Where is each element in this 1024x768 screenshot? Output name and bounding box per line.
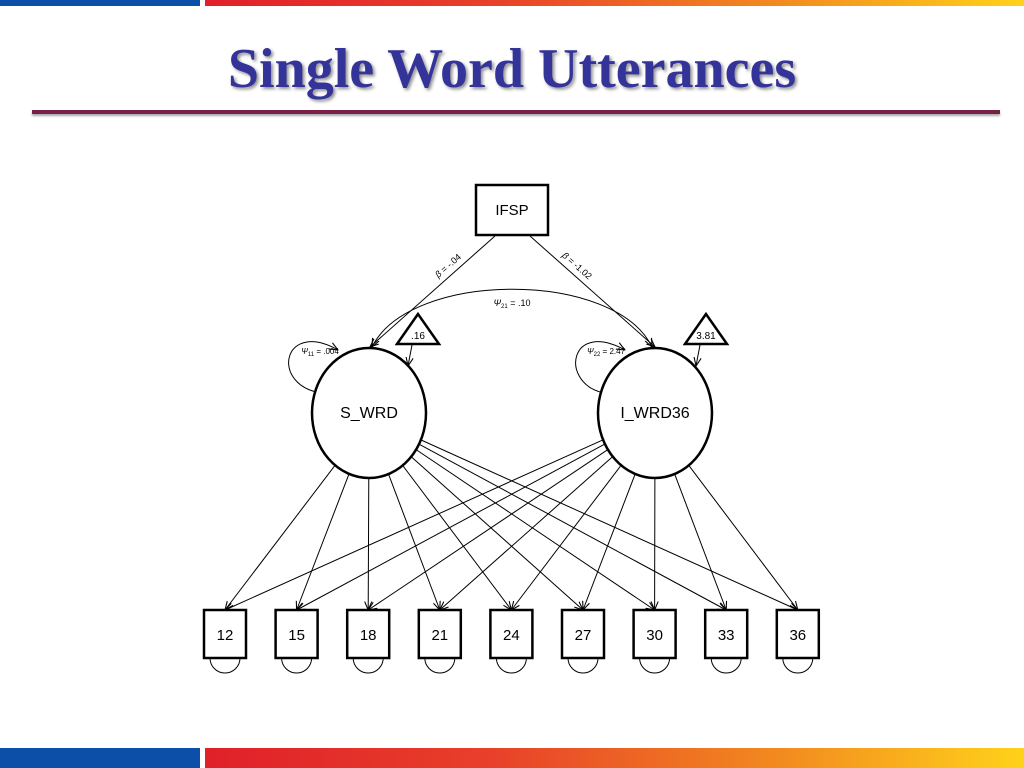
loading-i-33 [672, 469, 726, 610]
indicator-box-15 [274, 608, 319, 660]
indicator-box-21 [417, 608, 463, 660]
loading-s-24 [399, 461, 512, 611]
bottom-bar-gradient-segment [205, 748, 1024, 768]
factor-loadings [225, 437, 798, 611]
svg-text:β = -.04: β = -.04 [432, 252, 463, 281]
beta-label-i: β = -1.02 [559, 250, 593, 282]
intercept-triangle-i [682, 311, 730, 346]
latent-s-wrd [310, 346, 428, 480]
loading-i-21 [440, 453, 617, 610]
loading-s-18 [368, 472, 369, 610]
indicator-row: 12 15 18 21 24 27 30 33 36 [202, 608, 821, 674]
residual-loop-24 [495, 657, 527, 674]
ifsp-box [474, 183, 550, 237]
residual-loop-36 [782, 657, 814, 674]
indicator-box-27 [560, 608, 606, 660]
residual-loop-27 [567, 657, 599, 674]
indicator-label: 18 [360, 627, 377, 644]
indicator-label: 24 [503, 627, 520, 644]
indicator-label: 21 [431, 627, 448, 644]
covariance-label: Ψ21 = .10 [494, 298, 531, 310]
loading-i-24 [511, 460, 625, 610]
intercept-arrow-s [408, 344, 412, 366]
loading-s-27 [407, 453, 583, 611]
indicator-box-18 [345, 608, 391, 660]
indicator-box-33 [703, 608, 749, 660]
svg-text:β = -1.02: β = -1.02 [559, 250, 593, 282]
slide-title: Single Word Utterances [227, 38, 797, 100]
top-accent-bar [0, 0, 1024, 6]
residual-loop-30 [639, 657, 671, 674]
indicator-box-24 [489, 608, 534, 660]
covariance-arc [372, 288, 652, 347]
indicator-label: 30 [646, 627, 663, 644]
variance-loop-s [288, 341, 338, 393]
residual-loop-15 [281, 657, 313, 674]
loading-i-18 [368, 446, 613, 610]
variance-label-i: Ψ22 = 2.47 [587, 347, 626, 358]
bottom-bar-blue-segment [0, 748, 200, 768]
residual-loop-21 [424, 657, 456, 674]
residual-loop-12 [209, 657, 241, 674]
indicator-label: 36 [789, 627, 806, 644]
loading-i-36 [685, 461, 798, 610]
intercept-label-s: .16 [411, 331, 425, 342]
indicator-box-36 [775, 608, 821, 660]
indicator-label: 27 [575, 627, 592, 644]
indicator-box-12 [202, 608, 248, 660]
ifsp-label: IFSP [495, 202, 528, 219]
title-underline [32, 110, 1000, 114]
loading-i-12 [225, 437, 608, 610]
path-ifsp-to-i [529, 235, 655, 347]
loading-i-27 [583, 469, 638, 610]
latent-s-wrd-label: S_WRD [340, 405, 398, 422]
indicator-box-30 [632, 608, 677, 660]
loading-s-33 [414, 441, 726, 610]
beta-label-s: β = -.04 [432, 252, 463, 281]
intercept-label-i: 3.81 [696, 331, 716, 342]
indicator-label: 15 [288, 627, 305, 644]
loading-s-36 [416, 437, 798, 610]
latent-i-wrd36-label: I_WRD36 [620, 405, 689, 422]
variance-label-s: Ψ11 = .004 [301, 347, 339, 358]
top-bar-blue-segment [0, 0, 200, 6]
residual-loop-33 [710, 657, 742, 674]
loading-s-15 [297, 468, 352, 610]
intercept-triangle-s [394, 311, 442, 346]
residual-loop-18 [352, 657, 384, 674]
bottom-accent-bar [0, 748, 1024, 768]
indicator-label: 33 [718, 627, 735, 644]
variance-loop-i [575, 341, 625, 393]
loading-s-12 [225, 460, 339, 610]
latent-i-wrd36 [596, 346, 714, 480]
loading-i-15 [297, 441, 610, 610]
loading-s-21 [386, 469, 440, 610]
loading-s-30 [411, 446, 654, 610]
indicator-label: 12 [217, 627, 234, 644]
path-ifsp-to-s [370, 235, 496, 347]
intercept-arrow-i [696, 344, 700, 366]
top-bar-gradient-segment [205, 0, 1024, 6]
